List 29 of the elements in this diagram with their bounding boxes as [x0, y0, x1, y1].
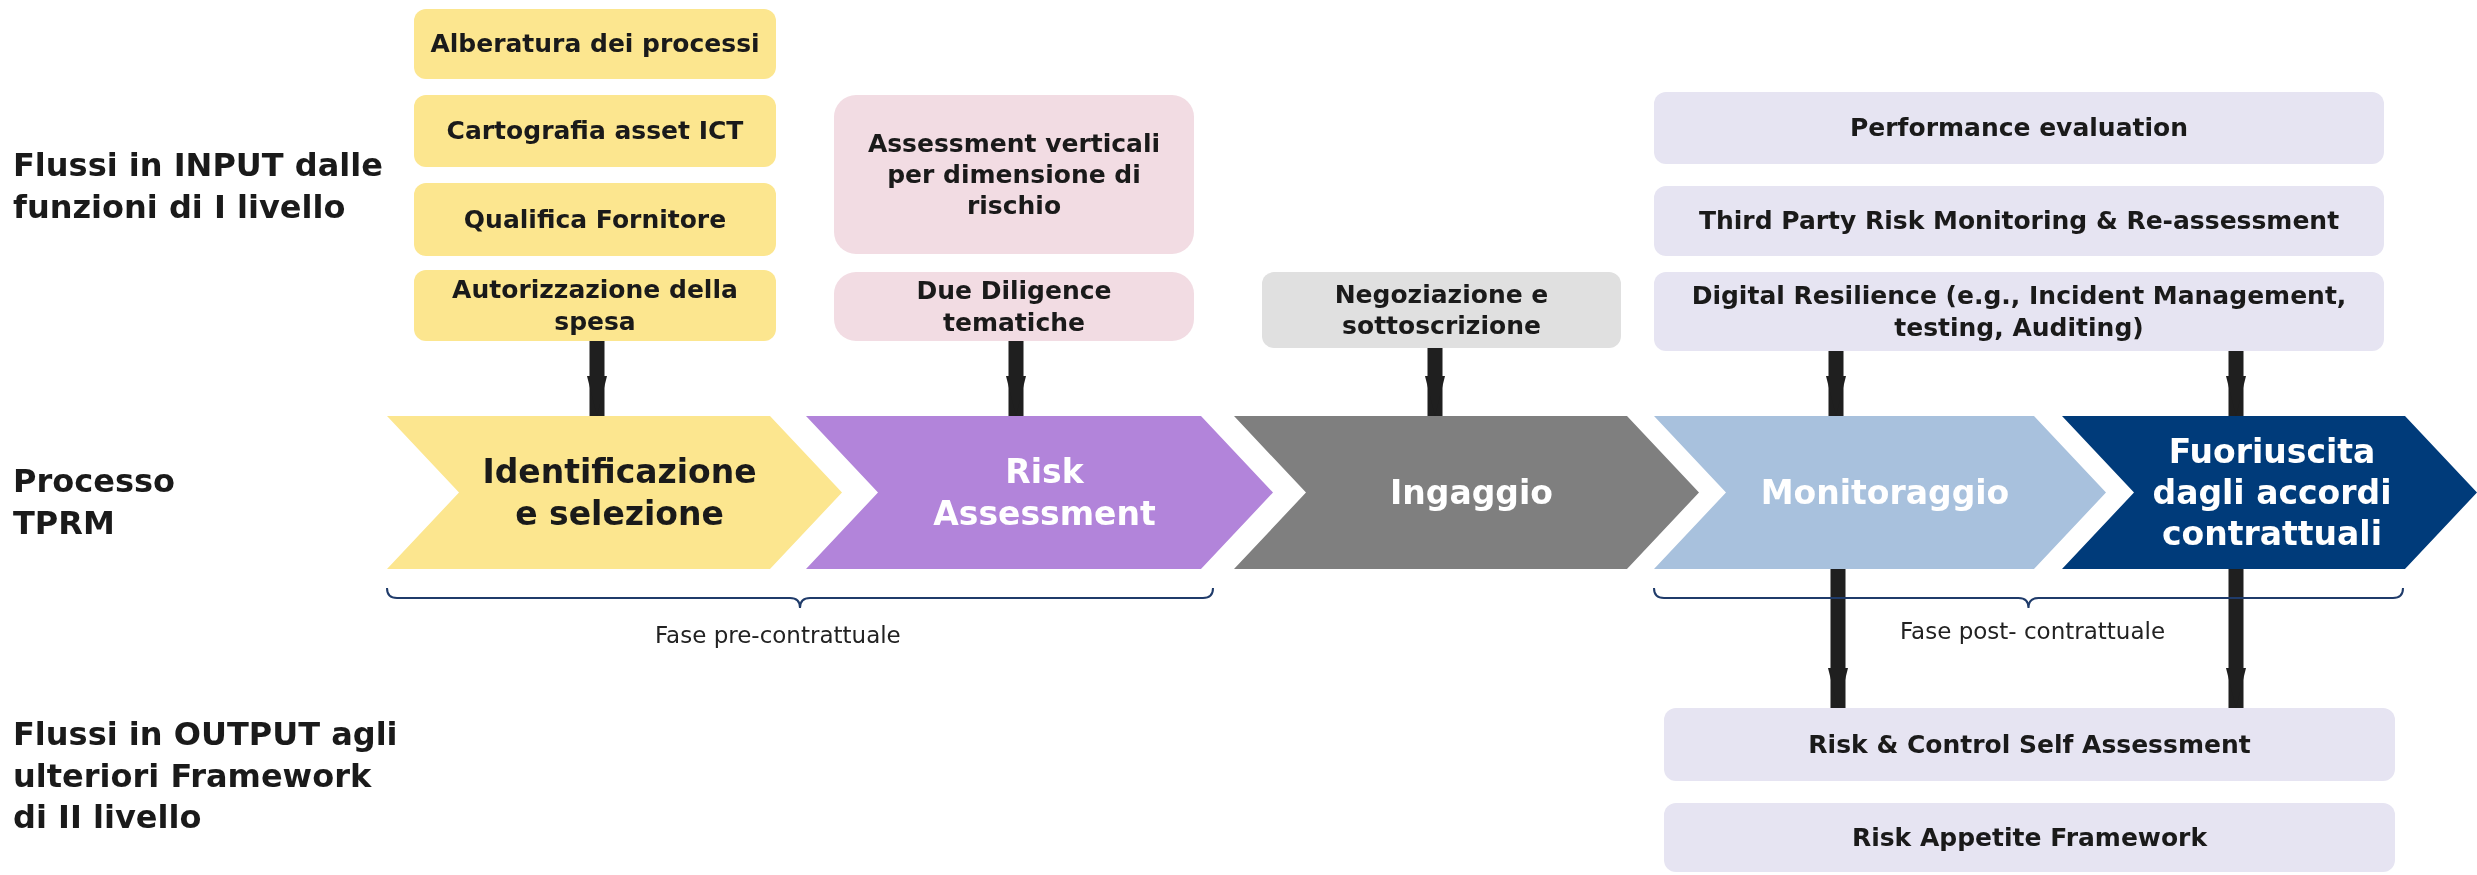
- row-label: Flussi in INPUT dalle funzioni di I livello: [13, 145, 384, 228]
- input-box: Cartografia asset ICT: [414, 95, 776, 167]
- arrow: [1828, 569, 1848, 708]
- chevron-step: Identificazione e selezione: [387, 416, 842, 569]
- row-label: Processo TPRM: [13, 461, 176, 544]
- phase-label: Fase post- contrattuale: [1900, 618, 2166, 644]
- phase-label: Fase pre-contrattuale: [655, 622, 901, 648]
- input-box: Qualifica Fornitore: [414, 183, 776, 256]
- input-box: Negoziazione e sottoscrizione: [1262, 272, 1621, 348]
- arrow: [2226, 351, 2246, 416]
- row-label: Flussi in OUTPUT agli ulteriori Framework di II livello: [13, 714, 399, 839]
- input-box: Digital Resilience (e.g., Incident Management, testing, Auditing): [1654, 272, 2384, 351]
- input-box: Due Diligence tematiche: [834, 272, 1194, 341]
- input-box: Autorizzazione della spesa: [414, 270, 776, 341]
- chevron-step: Ingaggio: [1234, 416, 1699, 569]
- chevron-step: Monitoraggio: [1654, 416, 2106, 569]
- input-box: Performance evaluation: [1654, 92, 2384, 164]
- output-box: Risk Appetite Framework: [1664, 803, 2395, 872]
- chevron-step: Risk Assessment: [806, 416, 1273, 569]
- arrow: [1826, 351, 1846, 416]
- arrow: [2226, 569, 2246, 708]
- chevron-step: Fuoriuscita dagli accordi contrattuali: [2062, 416, 2477, 569]
- arrow: [1006, 341, 1026, 416]
- output-box: Risk & Control Self Assessment: [1664, 708, 2395, 781]
- input-box: Assessment verticali per dimensione di rischio: [834, 95, 1194, 254]
- input-box: Alberatura dei processi: [414, 9, 776, 79]
- arrow: [587, 341, 607, 416]
- arrow: [1425, 348, 1445, 416]
- input-box: Third Party Risk Monitoring & Re-assessment: [1654, 186, 2384, 256]
